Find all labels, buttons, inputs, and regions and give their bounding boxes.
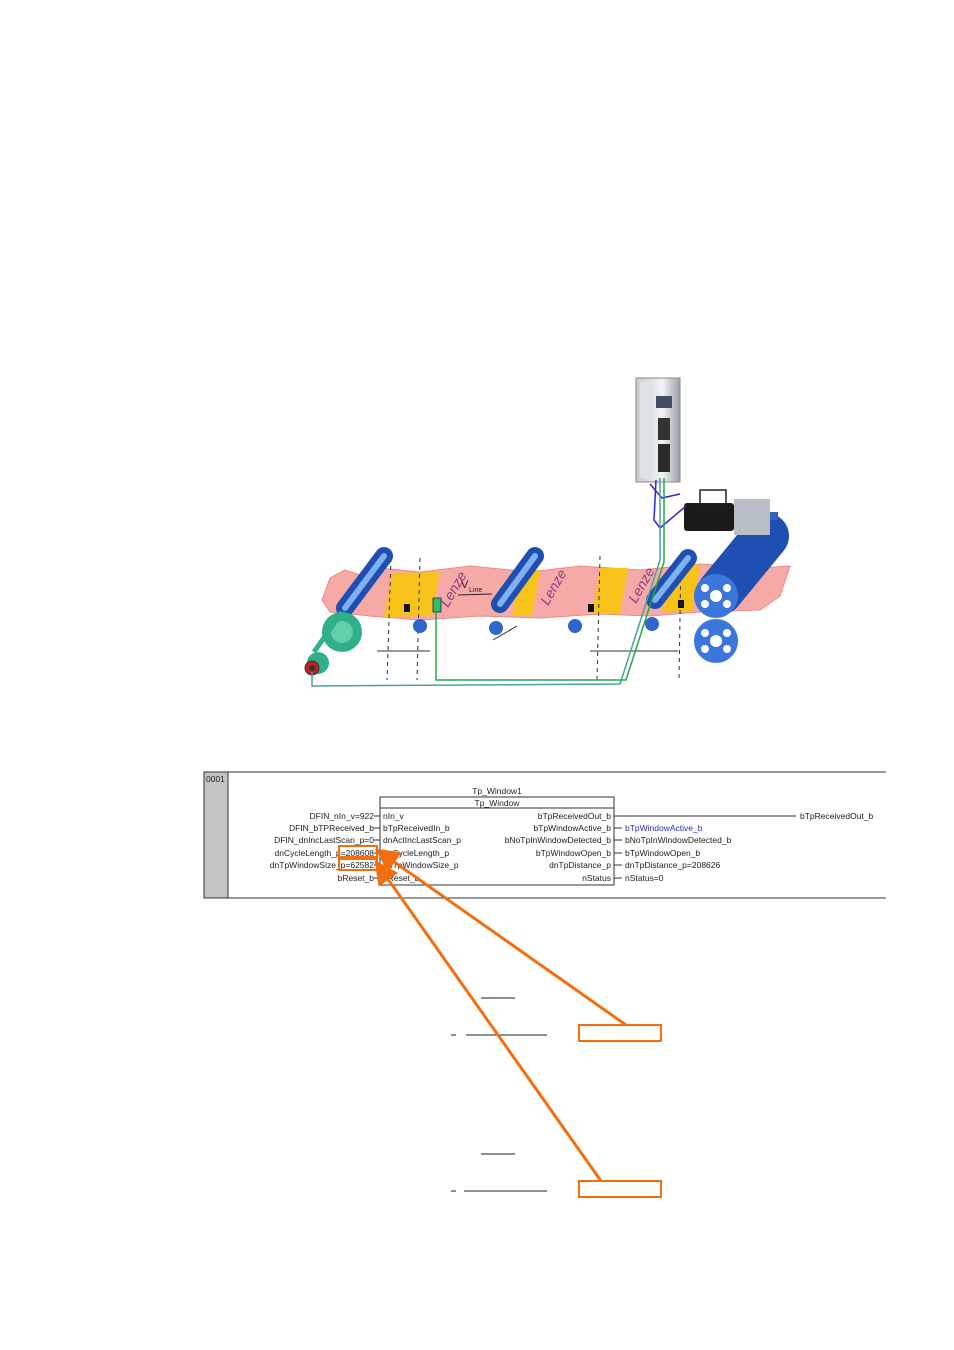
input-pin-label: dnActIncLastScan_p	[383, 835, 461, 845]
output-pins: bTpReceivedOut_b bTpReceivedOut_b bTpWin…	[505, 811, 874, 883]
input-wire-label: dnCycleLength_p=208608	[275, 848, 375, 858]
input-wire-label: DFIN_nIn_v=922	[310, 811, 375, 821]
encoder-wheel	[304, 610, 362, 676]
conveyor-illustration: Lenze Lenze Lenze Lenze V Line	[304, 377, 791, 687]
roller-end	[489, 621, 503, 635]
roller	[491, 547, 544, 613]
network-number: 0001	[206, 774, 225, 784]
output-wire-label: bTpReceivedOut_b	[800, 811, 874, 821]
roller-end	[645, 617, 659, 631]
drive-controller	[635, 377, 681, 483]
input-wire-label: bReset_b	[338, 873, 375, 883]
function-block-panel: 0001 Tp_Window1 Tp_Window DFIN_nIn_v=922…	[203, 771, 886, 899]
block-type-name: Tp_Window	[475, 798, 521, 808]
velocity-subscript: Line	[469, 587, 482, 594]
input-wire-label: DFIN_dnIncLastScan_p=0	[274, 835, 374, 845]
output-wire-label: bTpWindowOpen_b	[625, 848, 700, 858]
velocity-label: V	[461, 579, 469, 591]
belt-gap-1	[384, 572, 440, 617]
input-pins: DFIN_nIn_v=922 nIn_v DFIN_bTPReceived_b …	[270, 811, 461, 883]
output-pin-label: bNoTpInWindowDetected_b	[505, 835, 612, 845]
sensor	[432, 597, 442, 613]
pointer-arrow-cycle-length	[375, 848, 627, 1027]
output-wire-label: nStatus=0	[625, 873, 664, 883]
print-mark	[404, 604, 410, 612]
input-pin-label: dnCycleLength_p	[383, 848, 449, 858]
roller	[336, 547, 393, 617]
wiring	[311, 478, 687, 687]
output-pin-label: bTpReceivedOut_b	[538, 811, 612, 821]
dimension-arrows	[377, 625, 678, 652]
output-wire-label: bNoTpInWindowDetected_b	[625, 835, 732, 845]
output-wire-label: bTpWindowActive_b	[625, 823, 703, 833]
roller-end	[568, 619, 582, 633]
network-gutter	[203, 771, 229, 899]
input-pin-label: bTpReceivedIn_b	[383, 823, 450, 833]
window-lines	[386, 553, 682, 681]
formula-area	[374, 848, 662, 1198]
belt-gap-3	[592, 568, 628, 614]
roller	[646, 549, 697, 609]
print-mark	[678, 600, 684, 608]
velocity-arrow	[457, 593, 493, 596]
output-pin-label: bTpWindowOpen_b	[536, 848, 611, 858]
result-box-window-size	[578, 1180, 662, 1198]
output-pin-label: nStatus	[582, 873, 611, 883]
output-pin-label: dnTpDistance_p	[549, 860, 611, 870]
servo-motor	[684, 489, 778, 535]
output-wire-label: dnTpDistance_p=208626	[625, 860, 720, 870]
input-pin-label: nIn_v	[383, 811, 405, 821]
result-box-cycle-length	[578, 1024, 662, 1042]
input-wire-label: DFIN_bTPReceived_b	[289, 823, 374, 833]
print-mark	[588, 604, 594, 612]
instance-name: Tp_Window1	[472, 786, 522, 796]
roller-end	[413, 619, 427, 633]
pointer-arrow-window-size	[374, 860, 603, 1182]
material-roll	[694, 513, 789, 663]
input-pin-label: bReset_b	[383, 873, 420, 883]
input-pin-label: dnTpWindowSize_p	[383, 860, 459, 870]
function-block[interactable]	[379, 796, 615, 886]
output-pin-label: bTpWindowActive_b	[534, 823, 612, 833]
input-wire-label: dnTpWindowSize_p=62582	[270, 860, 374, 870]
